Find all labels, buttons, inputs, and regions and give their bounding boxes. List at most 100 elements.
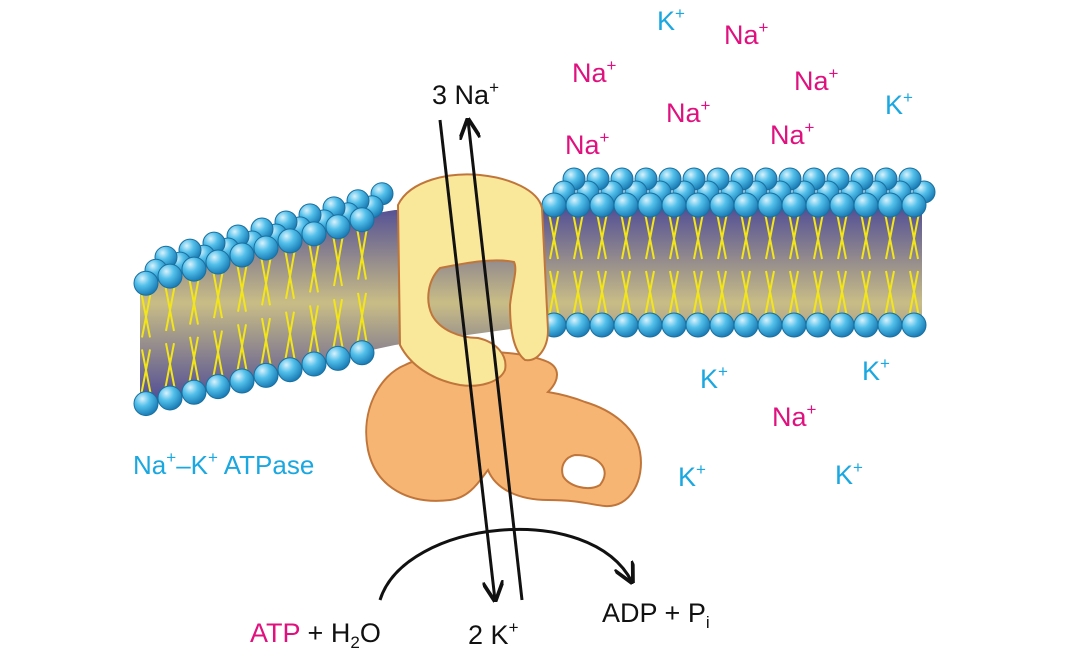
- ion-symbol: Na: [794, 66, 829, 96]
- sodium-ion-inside: Na+: [772, 401, 816, 432]
- lipid-tail: [620, 212, 632, 318]
- lipid-tail: [548, 212, 560, 318]
- lipid-head: [757, 312, 783, 338]
- ion-symbol: Na: [572, 58, 607, 88]
- lipid-tail: [596, 212, 608, 318]
- lipid-tail: [236, 262, 248, 374]
- lipid-head: [781, 192, 807, 218]
- lipid-head: [613, 312, 639, 338]
- lipid-head: [685, 192, 711, 218]
- lipid-tail: [908, 212, 920, 318]
- lipid-head: [349, 207, 375, 233]
- lipid-tail: [164, 283, 176, 391]
- lipid-head: [709, 312, 735, 338]
- lipid-head: [157, 385, 183, 411]
- lipid-tail: [572, 212, 584, 318]
- ion-charge: +: [696, 460, 706, 479]
- lipid-head: [829, 192, 855, 218]
- lipid-head: [181, 256, 207, 282]
- lipid-tail: [332, 234, 344, 351]
- lipid-head: [253, 235, 279, 261]
- lipid-head: [637, 312, 663, 338]
- ion-symbol: Na: [770, 120, 805, 150]
- lipid-head: [805, 312, 831, 338]
- lipid-head: [901, 312, 927, 338]
- ion-symbol: K: [678, 462, 697, 492]
- lipid-head: [229, 368, 255, 394]
- lipid-head: [301, 221, 327, 247]
- potassium-ion-inside: K+: [862, 355, 890, 386]
- lipid-tail: [212, 269, 224, 379]
- ion-symbol: K: [700, 364, 719, 394]
- sodium-flux-label: 3 Na+: [432, 78, 499, 110]
- lipid-head: [301, 351, 327, 377]
- lipid-tail: [284, 248, 296, 362]
- lipid-head: [589, 312, 615, 338]
- potassium-flux-label: 2 K+: [468, 618, 519, 650]
- ion-symbol: Na: [772, 402, 807, 432]
- lipid-head: [565, 312, 591, 338]
- sodium-ion-outside: Na+: [565, 129, 609, 160]
- lipid-head: [661, 312, 687, 338]
- lipid-tails: [140, 212, 920, 396]
- lipid-head: [133, 270, 159, 296]
- lipid-head: [565, 192, 591, 218]
- ion-charge: +: [806, 400, 817, 419]
- lipid-head: [613, 192, 639, 218]
- lipid-tail: [740, 212, 752, 318]
- ion-charge: +: [903, 88, 913, 107]
- sodium-efflux-arrow: [438, 119, 495, 600]
- lipid-head: [901, 192, 927, 218]
- lipid-tail: [668, 212, 680, 318]
- sodium-ion-outside: Na+: [770, 119, 814, 150]
- lipid-head: [805, 192, 831, 218]
- ion-symbol: K: [885, 90, 904, 120]
- lipid-head: [853, 312, 879, 338]
- potassium-ion-inside: K+: [835, 459, 863, 490]
- lipid-tail: [644, 212, 656, 318]
- lipid-head: [733, 312, 759, 338]
- ion-symbol: K: [862, 356, 881, 386]
- lipid-tail: [860, 212, 872, 318]
- lipid-head: [589, 192, 615, 218]
- potassium-influx-arrow: [468, 120, 524, 601]
- lipid-head: [205, 249, 231, 275]
- lipid-head: [541, 192, 567, 218]
- ion-charge: +: [599, 128, 610, 147]
- hydrolysis-arrow: [378, 527, 632, 601]
- products-label: ADP + Pi: [602, 598, 710, 632]
- sodium-ion-outside: Na+: [666, 97, 710, 127]
- lipid-head: [325, 345, 351, 371]
- ion-charge: +: [758, 18, 769, 37]
- ion-charge: +: [700, 96, 711, 115]
- lipid-head: [877, 192, 903, 218]
- lipid-tail: [716, 212, 728, 318]
- lipid-head: [757, 192, 783, 218]
- lipid-head: [349, 340, 375, 366]
- lipid-head: [853, 192, 879, 218]
- lipid-tail: [140, 291, 152, 396]
- lipid-head: [637, 192, 663, 218]
- lipid-head: [877, 312, 903, 338]
- lipid-head: [229, 242, 255, 268]
- lipid-head: [181, 379, 207, 405]
- ion-symbol: Na: [565, 130, 600, 160]
- lipid-tail: [188, 276, 200, 385]
- lipid-head: [829, 312, 855, 338]
- sodium-ion-outside: Na+: [572, 57, 616, 88]
- reactants-label: ATP + H2O: [250, 618, 381, 652]
- lipid-head: [277, 357, 303, 383]
- atpase-upper-domain: [396, 173, 550, 387]
- enzyme-label: Na+–K+ ATPase: [133, 448, 315, 480]
- potassium-ion-outside: K+: [885, 89, 913, 120]
- sodium-ion-outside: Na+: [724, 19, 768, 49]
- lipid-head: [157, 263, 183, 289]
- lipid-head: [133, 391, 159, 417]
- lipid-head: [781, 312, 807, 338]
- lipid-head: [253, 362, 279, 388]
- lipid-head: [325, 214, 351, 240]
- ion-symbol: K: [835, 460, 854, 490]
- ion-symbol: K: [657, 6, 676, 36]
- lipid-tail: [308, 241, 320, 357]
